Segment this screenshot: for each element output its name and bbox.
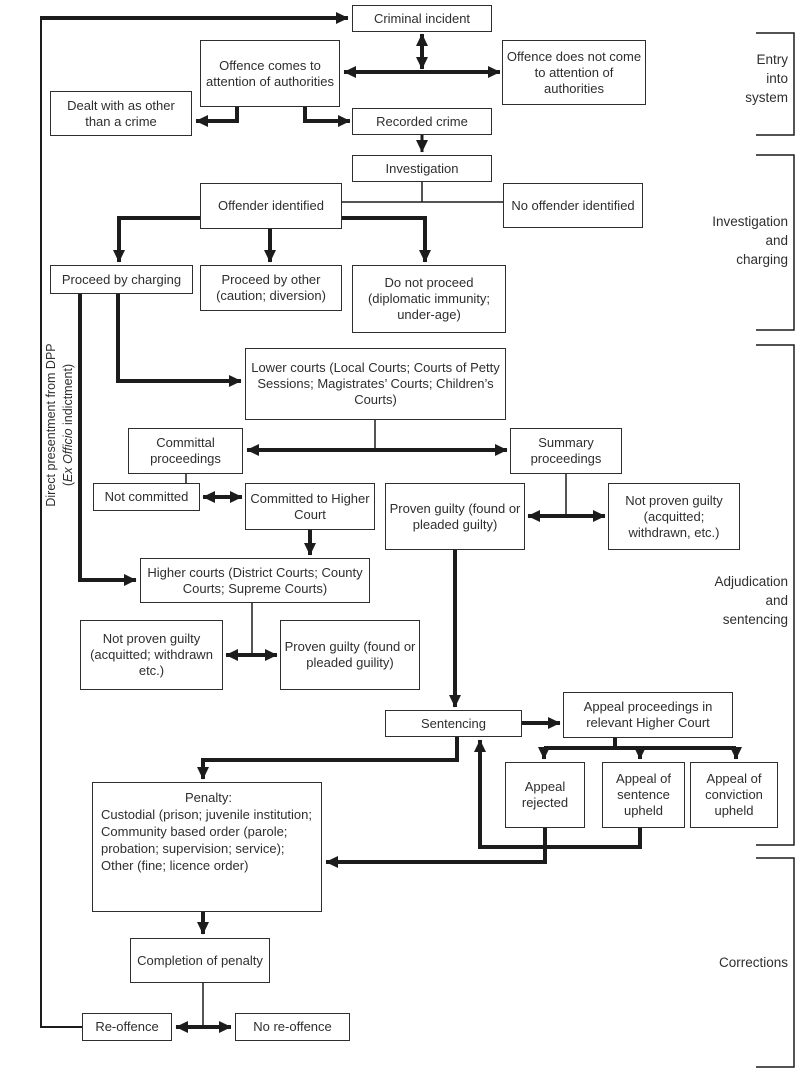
- node-recorded-crime: Recorded crime: [352, 108, 492, 135]
- node-proven-guilty-higher: Proven guilty (found or pleaded guility): [280, 620, 420, 690]
- dpp-presentment-note: Direct presentment from DPP (Ex Officio …: [43, 275, 77, 575]
- node-proceed-by-charging: Proceed by charging: [50, 265, 193, 294]
- node-offence-comes-to-attention: Offence comes to attention of authoritie…: [200, 40, 340, 107]
- node-committed-to-higher-court: Committed to Higher Court: [245, 483, 375, 530]
- stage-label-adjudication-and-sentencing: Adjudication and sentencing: [714, 574, 788, 627]
- node-penalty: Penalty: Custodial (prison; juvenile ins…: [92, 782, 322, 912]
- node-investigation: Investigation: [352, 155, 492, 182]
- node-appeal-proceedings: Appeal proceedings in relevant Higher Co…: [563, 692, 733, 738]
- node-appeal-conviction-upheld: Appeal of conviction upheld: [690, 762, 778, 828]
- penalty-line-custodial: Custodial (prison; juvenile institution;: [101, 807, 312, 822]
- penalty-line-community: Community based order (parole; probation…: [101, 824, 288, 856]
- node-appeal-sentence-upheld: Appeal of sentence upheld: [602, 762, 685, 828]
- dpp-note-line1: Direct presentment from DPP: [44, 343, 58, 507]
- node-offender-identified: Offender identified: [200, 183, 342, 229]
- node-committal-proceedings: Committal proceedings: [128, 428, 243, 474]
- node-proven-guilty-summary: Proven guilty (found or pleaded guilty): [385, 483, 525, 550]
- node-not-committed: Not committed: [93, 483, 200, 511]
- node-summary-proceedings: Summary proceedings: [510, 428, 622, 474]
- penalty-title: Penalty:: [185, 790, 232, 805]
- node-not-proven-guilty-higher: Not proven guilty (acquitted; withdrawn …: [80, 620, 223, 690]
- node-not-proven-guilty-summary: Not proven guilty (acquitted; withdrawn,…: [608, 483, 740, 550]
- node-completion-of-penalty: Completion of penalty: [130, 938, 270, 983]
- node-higher-courts: Higher courts (District Courts; County C…: [140, 558, 370, 603]
- stage-label-investigation-and-charging: Investigation and charging: [712, 214, 788, 267]
- penalty-line-other: Other (fine; licence order): [101, 858, 249, 873]
- node-sentencing: Sentencing: [385, 710, 522, 737]
- node-no-re-offence: No re-offence: [235, 1013, 350, 1041]
- stage-label-corrections: Corrections: [718, 955, 788, 970]
- node-dealt-with-as-other: Dealt with as other than a crime: [50, 91, 192, 136]
- node-no-offender-identified: No offender identified: [503, 183, 643, 228]
- stage-label-entry-into-system: Entry into system: [745, 52, 788, 105]
- node-offence-does-not-come-to-attention: Offence does not come to attention of au…: [502, 40, 646, 105]
- node-do-not-proceed: Do not proceed (diplomatic immunity; und…: [352, 265, 506, 333]
- dpp-note-line2: (Ex Officio indictment): [61, 363, 75, 487]
- node-appeal-rejected: Appeal rejected: [505, 762, 585, 828]
- node-criminal-incident: Criminal incident: [352, 5, 492, 32]
- node-re-offence: Re-offence: [82, 1013, 172, 1041]
- node-proceed-by-other: Proceed by other (caution; diversion): [200, 265, 342, 311]
- node-lower-courts: Lower courts (Local Courts; Courts of Pe…: [245, 348, 506, 420]
